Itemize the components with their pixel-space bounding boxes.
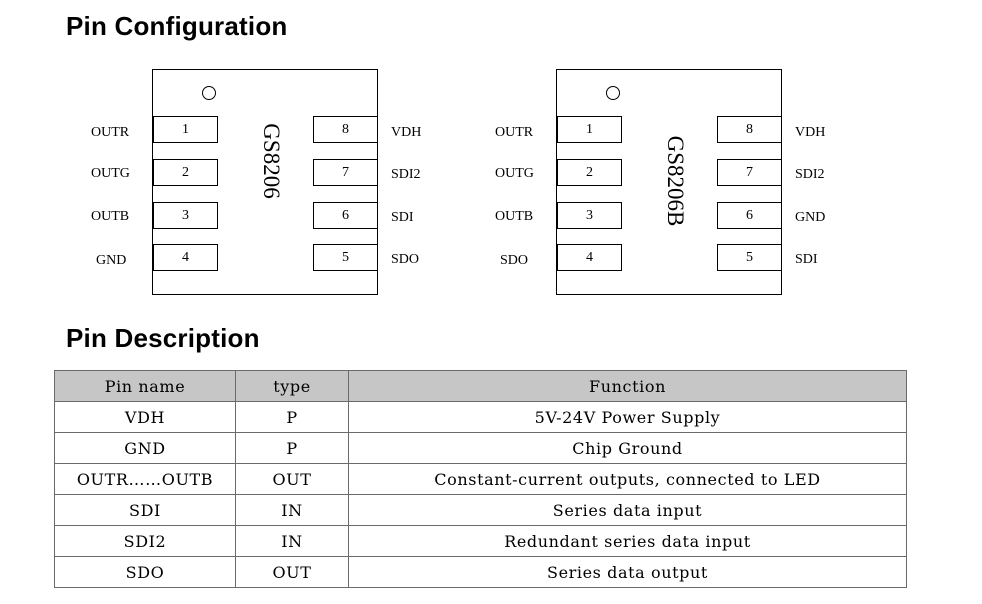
type-cell: P [235,401,349,433]
table-header-row: Pin name type Function [54,370,907,402]
type-cell: OUT [235,556,349,588]
pin-pad-7: 7 [313,159,378,186]
pin-label-3: OUTB [495,209,534,224]
table-row: GND P Chip Ground [54,432,907,464]
pin-label-2: OUTG [91,166,130,181]
function-cell: Series data input [348,494,907,526]
column-header-function: Function [348,370,907,402]
table-row: SDO OUT Series data output [54,556,907,588]
pin-description-heading: Pin Description [66,323,260,353]
type-cell: IN [235,494,349,526]
function-cell: Constant-current outputs, connected to L… [348,463,907,495]
pin-pad-8: 8 [313,116,378,143]
pin-name-cell: VDH [54,401,236,433]
pin-pad-4: 4 [557,244,622,271]
pin1-marker-icon [202,86,216,100]
pin-label-1: OUTR [91,125,130,140]
pin-pad-1: 1 [153,116,218,143]
pin-label-4: SDO [500,253,529,268]
pin-pad-1: 1 [557,116,622,143]
pin-pad-3: 3 [153,202,218,229]
table-row: SDI IN Series data input [54,494,907,526]
function-cell: Redundant series data input [348,525,907,557]
pin-label-1: OUTR [495,125,534,140]
pin-label-3: OUTB [91,209,130,224]
pin-label-5: SDI [795,252,818,267]
type-cell: IN [235,525,349,557]
chip-diagram-gs8206b: 1 2 3 4 8 7 6 5 GS8206B [556,69,782,295]
pin-pad-3: 3 [557,202,622,229]
pin-name-cell: SDI2 [54,525,236,557]
function-cell: 5V-24V Power Supply [348,401,907,433]
pin-pad-5: 5 [313,244,378,271]
chip-part-number: GS8206B [663,135,688,227]
type-cell: P [235,432,349,464]
pin-name-cell: GND [54,432,236,464]
pin-label-5: SDO [391,252,420,267]
function-cell: Chip Ground [348,432,907,464]
pin-pad-8: 8 [717,116,782,143]
pin-label-7: SDI2 [391,167,421,182]
pin-label-6: GND [795,210,826,225]
pin-label-4: GND [96,253,127,268]
pin-pad-4: 4 [153,244,218,271]
pin-label-8: VDH [795,125,826,140]
pin-label-8: VDH [391,125,422,140]
table-row: VDH P 5V-24V Power Supply [54,401,907,433]
column-header-pin-name: Pin name [54,370,236,402]
table-row: SDI2 IN Redundant series data input [54,525,907,557]
pin-pad-6: 6 [313,202,378,229]
pin-name-cell: SDO [54,556,236,588]
pin-configuration-heading: Pin Configuration [66,11,288,41]
chip-diagram-gs8206: 1 2 3 4 8 7 6 5 GS8206 [152,69,378,295]
pin-pad-7: 7 [717,159,782,186]
column-header-type: type [235,370,349,402]
pin-name-cell: OUTR……OUTB [54,463,236,495]
type-cell: OUT [235,463,349,495]
pin1-marker-icon [606,86,620,100]
function-cell: Series data output [348,556,907,588]
pin-pad-5: 5 [717,244,782,271]
pin-label-6: SDI [391,210,414,225]
pin-label-2: OUTG [495,166,534,181]
pin-pad-6: 6 [717,202,782,229]
table-row: OUTR……OUTB OUT Constant-current outputs,… [54,463,907,495]
pin-label-7: SDI2 [795,167,825,182]
chip-part-number: GS8206 [259,123,284,199]
pin-pad-2: 2 [557,159,622,186]
pin-pad-2: 2 [153,159,218,186]
pin-name-cell: SDI [54,494,236,526]
pin-description-table: Pin name type Function VDH P 5V-24V Powe… [54,370,907,588]
